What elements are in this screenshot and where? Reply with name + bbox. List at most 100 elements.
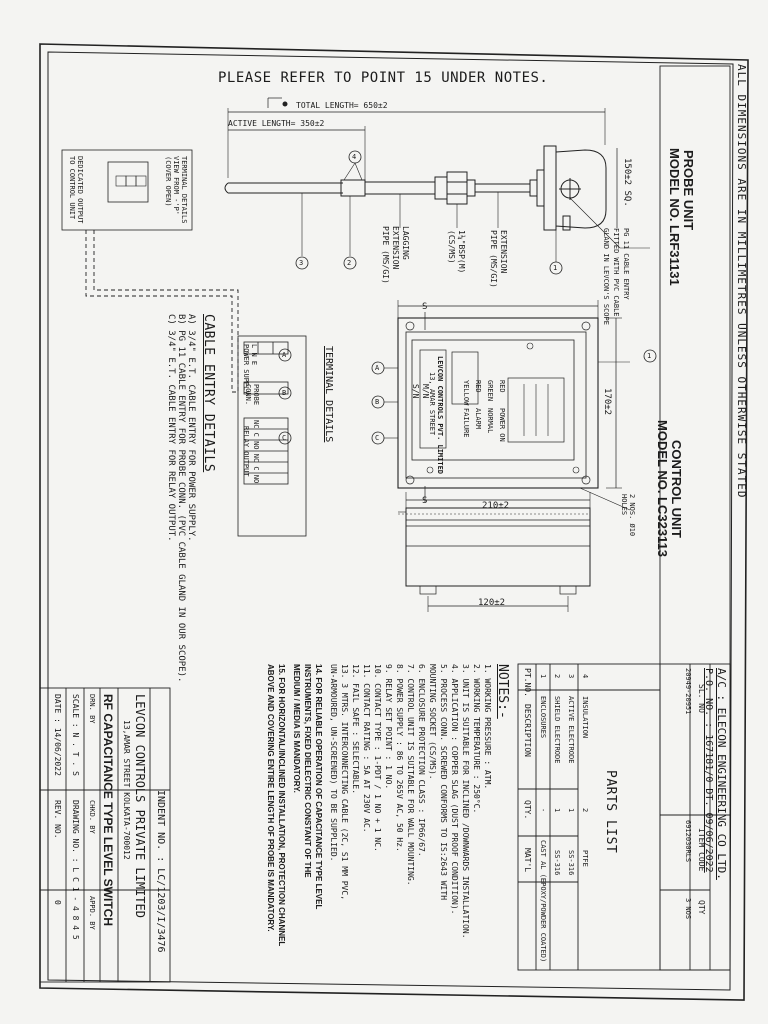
note-4: 4. APPLICATION : COPPER SLAG (DUST PROOF… — [450, 664, 459, 915]
note-5: 5. PROCESS CONN. SCREWED CONFORMS TO IS:… — [439, 664, 448, 901]
lagging-label-1: LAGGING — [401, 226, 410, 260]
note-2: 2. WORKING TEMPERATURE : 250°C. — [472, 664, 481, 814]
dimension-note: ALL DIMENSIONS ARE IN MILLIMETRES UNLESS… — [735, 64, 748, 499]
extension-label-1: EXTENSION — [499, 230, 508, 274]
probe-balloon-2: 2 — [347, 259, 352, 267]
parts-row-1-desc: ENCLOSURES — [539, 696, 547, 739]
note-14-3: MEDIUM / MEDIA IS MANDATORY. — [292, 664, 301, 793]
parts-row-2-desc: SHIELD ELECTRODE — [553, 696, 561, 764]
rev-no-label: REV. NO. — [53, 800, 62, 839]
connection-label-2: (CS/MS) — [447, 230, 456, 264]
probe-head-size: 150±2 SQ. — [622, 158, 632, 207]
lagging-label-2: EXTENSION — [391, 226, 400, 270]
led-color-3: RED — [474, 380, 482, 393]
nameplate-address: 13, AMAR STREET — [428, 372, 436, 436]
note-1: 1. WORKING PRESSURE : ATM. — [483, 664, 492, 790]
top-note: PLEASE REFER TO POINT 15 UNDER NOTES. — [218, 70, 549, 86]
terminal-balloon-b: B — [282, 389, 287, 397]
led-label-2: NORMAL — [486, 408, 494, 434]
drawing-date: DATE : 14/06/2022 — [53, 694, 62, 776]
entry-balloon-b: B — [375, 398, 380, 406]
parts-row-3-no: 3 — [567, 674, 575, 679]
holes-2: HOLES — [620, 494, 628, 516]
item-code: 6912030RLS — [684, 820, 692, 863]
note-15-2: ABOVE AND COVERING ENTIRE LENGTH OF PROB… — [266, 664, 275, 932]
relay-output-label: RELAY OUTPUT — [242, 426, 250, 477]
chkd-by: CHKD. BY — [88, 800, 96, 834]
relay-cells: NC C NO NC C NO — [252, 420, 260, 484]
sl-no: 20949-20951 — [684, 668, 692, 715]
terminal-details-title: TERMINAL DETAILS — [323, 346, 334, 443]
cable-entry-title: CABLE ENTRY DETAILS — [201, 314, 216, 473]
parts-row-1-qty: - — [539, 808, 547, 813]
parts-row-3-matl: SS-316 — [567, 850, 575, 876]
notes-block: NOTES:- 1. WORKING PRESSURE : ATM. 2. WO… — [265, 664, 510, 984]
note-5b: MOUNTING SOCKET (CS/MS). — [428, 664, 437, 780]
qty-head: QTY — [697, 900, 706, 915]
control-height-dim: 170±2 — [602, 388, 612, 416]
cable-entry-c: C) 3/4" E.T. CABLE ENTRY FOR RELAY OUTPU… — [166, 314, 176, 542]
probe-balloon-1: 1 — [553, 264, 558, 272]
company-name: LEVCON CONTROLS PRIVATE LIMITED — [133, 694, 147, 918]
note-10: 10. CONTACT TYPE : 1-PDT / 1 NO + 1 NC. — [373, 664, 382, 852]
extension-label-2: PIPE (MS/GI) — [489, 230, 498, 288]
connection-label-1: 1¼"BSP(M) — [457, 230, 466, 274]
terminal-strip — [237, 335, 307, 537]
drawing-title: RF CAPACITANCE TYPE LEVEL SWITCH — [101, 694, 115, 927]
parts-row-4-no: 4 — [581, 674, 589, 679]
probe-model-no: MODEL NO. LRF31131 — [667, 148, 682, 286]
terminal-view-2: VIEW FROM -'P' — [172, 156, 180, 216]
item-code-head: ITEM CODE — [697, 828, 706, 872]
power-cells: L N E — [250, 344, 258, 366]
customer-name: A/C : ELECON ENGINEERING CO LTD. — [715, 668, 728, 880]
control-width-dim: 210±2 — [482, 501, 510, 511]
appd-by: APPD. BY — [88, 896, 96, 930]
dedicated-output-1: DEDICATED OUTPUT — [76, 156, 84, 224]
note-3: 3. UNIT IS SUITABLE FOR INCLINED /DOWNWA… — [461, 664, 470, 939]
parts-row-1-matl: CAST AL (EPOXY/POWDER COATED) — [539, 840, 547, 963]
probe-unit-title: PROBE UNIT — [681, 150, 696, 231]
nameplate-mn: M/N — [421, 384, 430, 399]
drawing-no: DRAWING NO. : L C 1 - 4 8 4 5 — [71, 800, 80, 940]
entry-balloon-a: A — [375, 364, 380, 372]
rev-value: 0 — [53, 900, 62, 905]
title-block — [39, 687, 171, 983]
nameplate-company: LEVCON CONTROLS PVT. LIMITED — [436, 356, 444, 475]
nameplate-sn: S/N — [411, 384, 420, 399]
note-15-1: 15. FOR HORIZONTAL/INCLINED INSTALLATION… — [277, 664, 286, 947]
parts-row-4-desc: INSULATION — [581, 696, 589, 739]
parts-row-4-qty: 2 — [581, 808, 589, 813]
probe-drawing — [224, 97, 650, 262]
parts-list-table — [517, 663, 661, 971]
note-8: 8. POWER SUPPLY : 86 TO 265V AC, 50 Hz. — [395, 664, 404, 852]
terminal-view-1: TERMINAL DETAILS — [180, 156, 188, 224]
scale: SCALE : N . T . S — [71, 694, 80, 776]
note-14-2: INSTRUMENTS, FIXED DIELECTRIC CONSTANT O… — [303, 664, 312, 878]
dedicated-output-2: TO CONTROL UNIT — [68, 156, 76, 220]
note-14-1: 14. FOR RELIABLE OPERATION OF CAPACITANC… — [314, 664, 323, 910]
parts-head-qty: QTY. — [523, 800, 532, 820]
note-6: 6. ENCLOSURE PROTECTION CLASS : IP66/67. — [417, 664, 426, 857]
parts-head-desc: DESCRIPTION — [523, 704, 532, 757]
led-label-3: ALARM — [474, 408, 482, 430]
led-label-4: FAILURE — [462, 408, 470, 438]
parts-row-2-qty: 1 — [553, 808, 561, 813]
terminal-balloon-c: C — [282, 434, 287, 442]
probe-cable-entry-3: GLAND IN LEVCON'S SCOPE — [602, 228, 610, 325]
probe-terminal-view — [61, 149, 193, 231]
note-9: 9. RELAY SET POINT : 1 NO. — [384, 664, 393, 790]
control-unit-title: CONTROL UNIT — [669, 440, 684, 538]
parts-head-matl: MAT'L — [523, 848, 532, 873]
total-length-dim: TOTAL LENGTH= 650±2 — [296, 101, 388, 110]
cable-entry-a: A) 3/4" E.T. CABLE ENTRY FOR POWER SUPPL… — [186, 314, 196, 542]
terminal-view-3: (COVER OPEN) — [164, 156, 172, 207]
note-12: 12. FAIL SAFE : SELECTABLE. — [351, 664, 360, 795]
parts-row-3-desc: ACTIVE ELECTRODE — [567, 696, 575, 764]
probe-conn-label-1: PROBE — [252, 384, 260, 406]
parts-row-2-no: 2 — [553, 674, 561, 679]
lagging-label-3: PIPE (MS/GI) — [381, 226, 390, 284]
parts-head-ptno: PT.NO. — [523, 668, 532, 697]
parts-list-title: PARTS LIST — [603, 770, 618, 854]
